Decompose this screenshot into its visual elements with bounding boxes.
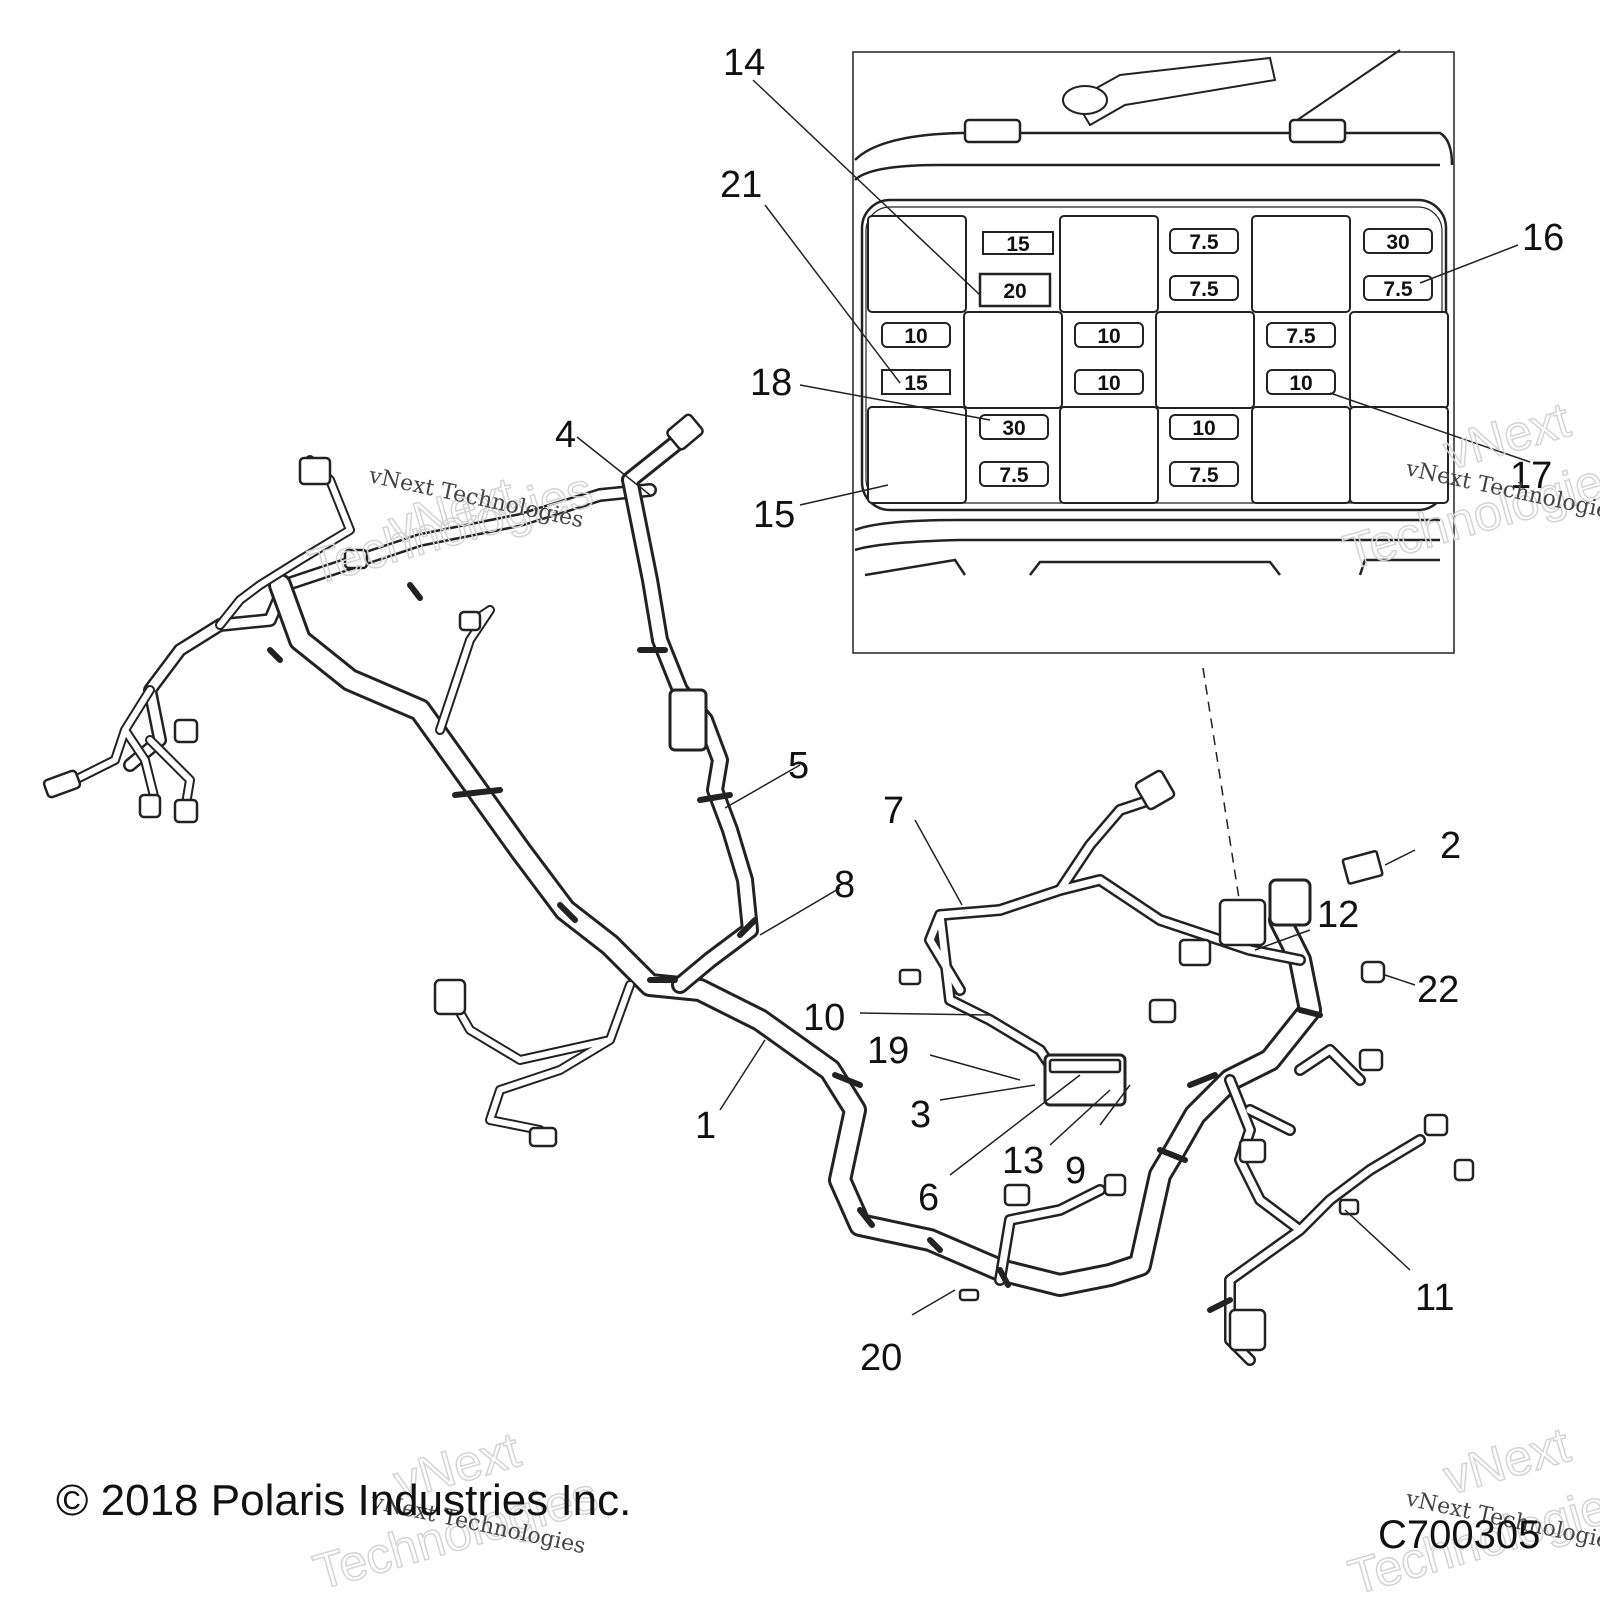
callout-14: 14 <box>723 42 765 84</box>
fuse-label: 7.5 <box>1286 325 1316 348</box>
fuse: 10 <box>1074 369 1144 395</box>
fuse: 10 <box>1169 414 1239 440</box>
fuse: 7.5 <box>1169 275 1239 301</box>
callout-leaders <box>576 79 1531 1316</box>
callout-2: 2 <box>1440 825 1461 867</box>
callout-1: 1 <box>695 1105 716 1147</box>
wiring-harness <box>42 413 1475 1366</box>
fuse-box-inset: 15 20 7.5 7.5 30 7.5 <box>852 49 1455 654</box>
callout-18: 18 <box>750 362 792 404</box>
fuse: 7.5 <box>1266 322 1336 348</box>
fuse-label: 10 <box>1097 325 1120 348</box>
fuse: 30 <box>1363 228 1433 254</box>
callout-20: 20 <box>860 1337 902 1379</box>
fuse: 10 <box>1074 322 1144 348</box>
fuse-label: 20 <box>1003 280 1026 303</box>
callout-15: 15 <box>753 494 795 536</box>
fuse-label: 10 <box>1289 372 1312 395</box>
fuse-group: 15 20 7.5 7.5 30 7.5 <box>881 228 1433 487</box>
fuse-label: 30 <box>1386 231 1409 254</box>
fuse-label: 7.5 <box>1189 278 1219 301</box>
callout-12: 12 <box>1317 894 1359 936</box>
harness-connectors <box>42 413 1475 1352</box>
callout-3: 3 <box>910 1094 931 1136</box>
fuse: 15 <box>982 231 1054 256</box>
fuse-label: 10 <box>1192 417 1215 440</box>
fuse-label: 7.5 <box>999 464 1029 487</box>
fuse-label: 15 <box>1006 233 1030 256</box>
relay-grid <box>867 215 1449 504</box>
fuse-label: 10 <box>904 325 927 348</box>
callout-6: 6 <box>918 1177 939 1219</box>
fuse-label: 7.5 <box>1189 231 1219 254</box>
fuse: 30 <box>979 414 1049 440</box>
fuse: 7.5 <box>1169 461 1239 487</box>
callout-22: 22 <box>1417 969 1459 1011</box>
harness-main-trunk <box>123 483 1322 1297</box>
callout-5: 5 <box>788 745 809 787</box>
fuse-label: 15 <box>904 372 928 395</box>
fuse-label: 10 <box>1097 372 1120 395</box>
callout-13: 13 <box>1002 1140 1044 1182</box>
inset-tube <box>1062 49 1401 127</box>
inset-leader-dashed <box>1202 667 1241 906</box>
callout-4: 4 <box>555 414 576 456</box>
harness-branch-left <box>70 455 495 815</box>
fuse: 20 <box>978 272 1052 308</box>
callout-17: 17 <box>1510 455 1552 497</box>
callout-19: 19 <box>867 1030 909 1072</box>
callout-9: 9 <box>1065 1150 1086 1192</box>
fuse: 10 <box>881 322 951 348</box>
fuse: 7.5 <box>1363 275 1433 301</box>
fuse: 7.5 <box>1169 228 1239 254</box>
callout-16: 16 <box>1522 217 1564 259</box>
fuse: 10 <box>1266 369 1336 395</box>
callout-labels: 14 21 18 15 16 17 4 5 8 7 10 19 3 13 9 6… <box>555 42 1564 1379</box>
fuse-label: 7.5 <box>1383 278 1413 301</box>
harness-branch-lower-left <box>445 980 635 1135</box>
callout-11: 11 <box>1415 1277 1454 1319</box>
fuse-label: 7.5 <box>1189 464 1219 487</box>
drawing-code: C700305 <box>1378 1513 1541 1557</box>
callout-21: 21 <box>720 164 762 206</box>
callout-10: 10 <box>803 997 845 1039</box>
fuse-label: 30 <box>1002 417 1025 440</box>
callout-7: 7 <box>883 790 904 832</box>
fuse: 15 <box>881 369 951 395</box>
fuse: 7.5 <box>979 461 1049 487</box>
copyright-notice: © 2018 Polaris Industries Inc. <box>56 1476 632 1525</box>
harness-branch-right <box>924 794 1426 1366</box>
callout-8: 8 <box>834 864 855 906</box>
harness-clips <box>267 582 1323 1313</box>
